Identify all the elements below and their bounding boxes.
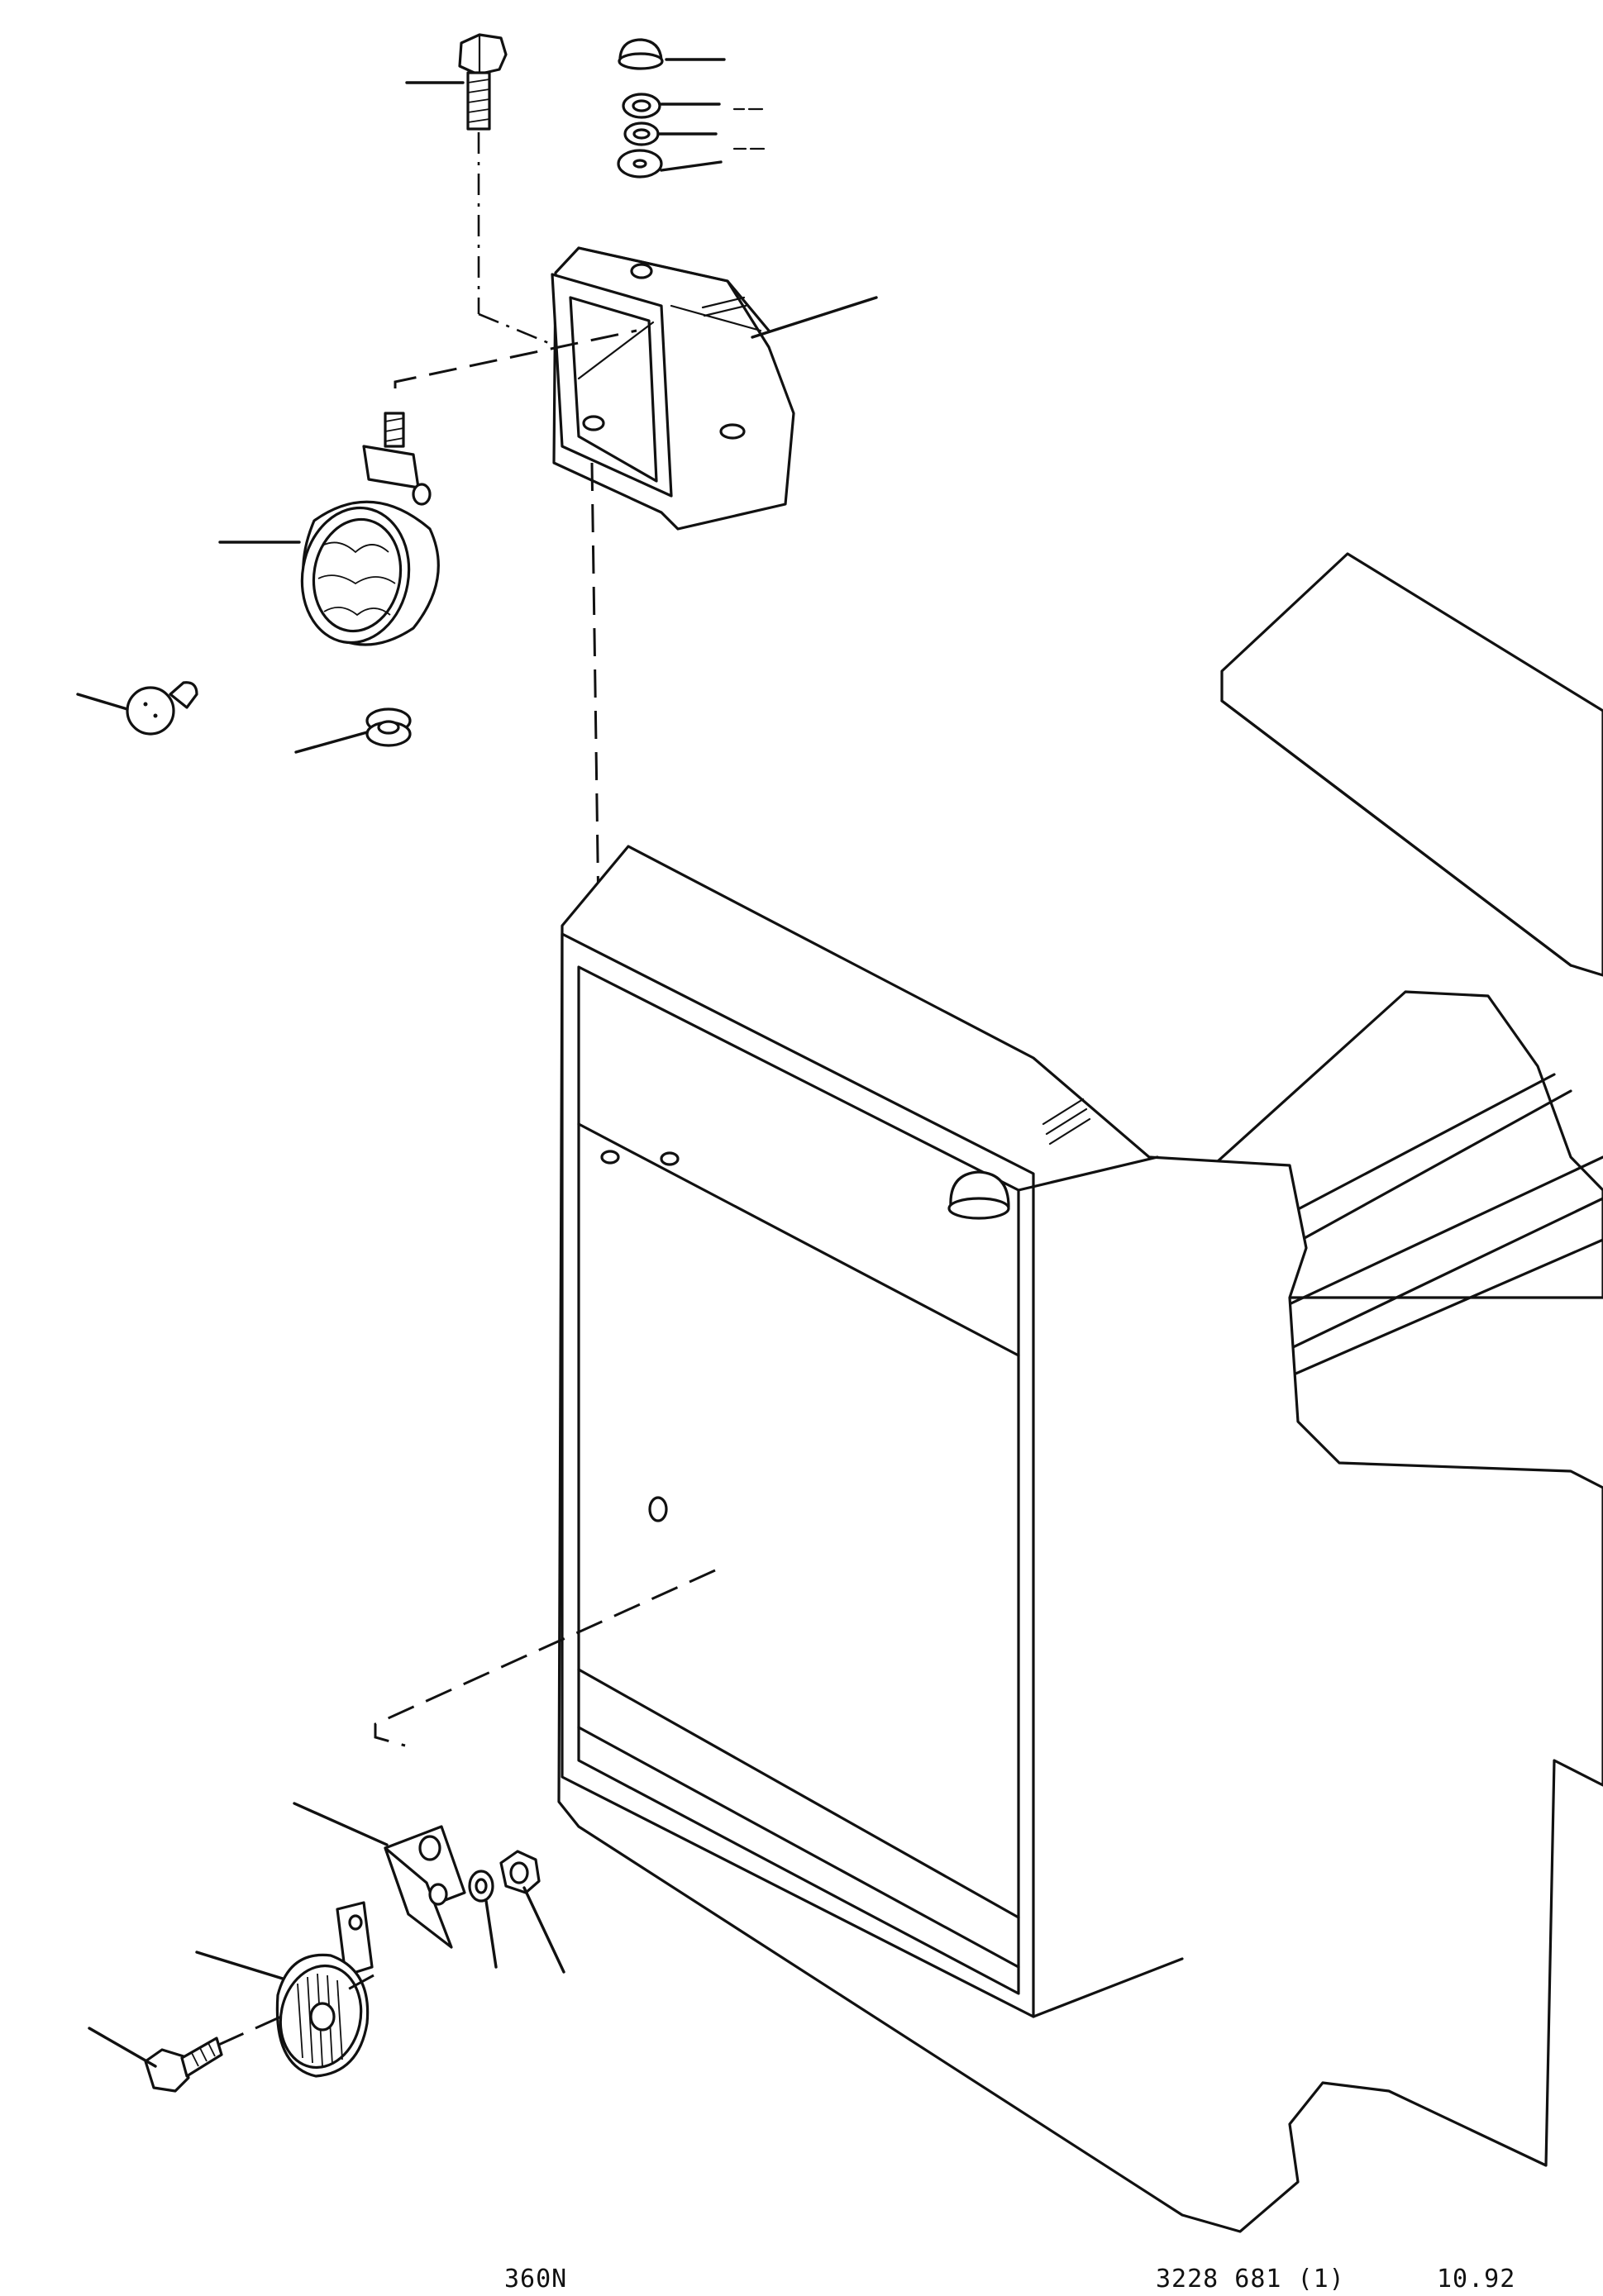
alignment-line-beacon — [374, 1569, 716, 1747]
leader-washer-lower — [484, 1899, 498, 1969]
footer-model: 360N — [504, 2265, 568, 2294]
leader-mounting-bracket — [751, 296, 878, 339]
cap-nut — [618, 38, 664, 70]
hex-bolt-lower — [144, 2036, 223, 2093]
footer-date: 10.92 — [1437, 2265, 1516, 2294]
grommet — [365, 707, 412, 747]
beacon-light — [275, 1953, 370, 2078]
leader-hex-bolt-lower — [88, 2027, 157, 2068]
hex-nut-lower — [499, 1850, 541, 1894]
cab-body — [557, 552, 1603, 2233]
leader-lamp-bulb — [76, 693, 129, 711]
beacon-mount-plate — [336, 1901, 374, 1977]
flat-washer — [617, 149, 663, 179]
washer-lower — [468, 1870, 494, 1903]
spring-washer — [622, 93, 661, 119]
mounting-bracket — [551, 246, 795, 531]
alignment-line-lamp — [394, 329, 637, 388]
leader-lines — [76, 58, 878, 2068]
work-lamp — [300, 412, 440, 646]
leader-grommet — [294, 731, 369, 754]
hex-bolt-top — [458, 33, 508, 131]
lamp-bulb — [126, 681, 198, 736]
lock-washer — [623, 121, 660, 146]
leader-flat-washer — [660, 160, 723, 172]
leader-hex-nut-lower — [522, 1886, 565, 1974]
leader-beacon-light — [195, 1951, 284, 1980]
leader-angle-bracket — [293, 1802, 389, 1846]
partial-callout-marks — [732, 107, 766, 150]
footer-drawing-ref: 3228 681 (1) — [1156, 2265, 1345, 2294]
angle-bracket — [384, 1825, 466, 1949]
